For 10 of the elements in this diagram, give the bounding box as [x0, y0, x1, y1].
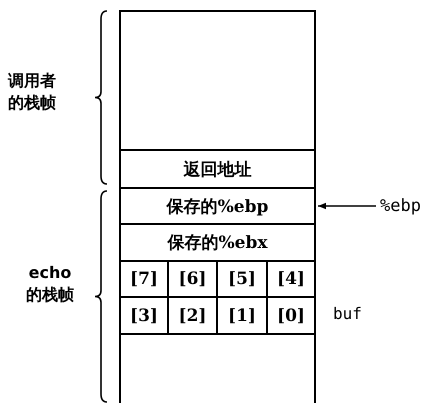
frame-label: 调用者的栈帧 — [8, 70, 57, 114]
buffer-label: buf — [333, 303, 363, 325]
stack-slot: 返回地址 — [119, 149, 316, 189]
stack-slot — [119, 333, 316, 403]
frame-label: echo 的栈帧 — [25, 262, 75, 306]
stack-slot — [119, 10, 316, 151]
stack-slot: 保存的%ebp — [119, 187, 316, 225]
arrow — [318, 202, 376, 210]
register-label: %ebp — [380, 194, 436, 218]
stack-slot: 保存的%ebx — [119, 223, 316, 262]
